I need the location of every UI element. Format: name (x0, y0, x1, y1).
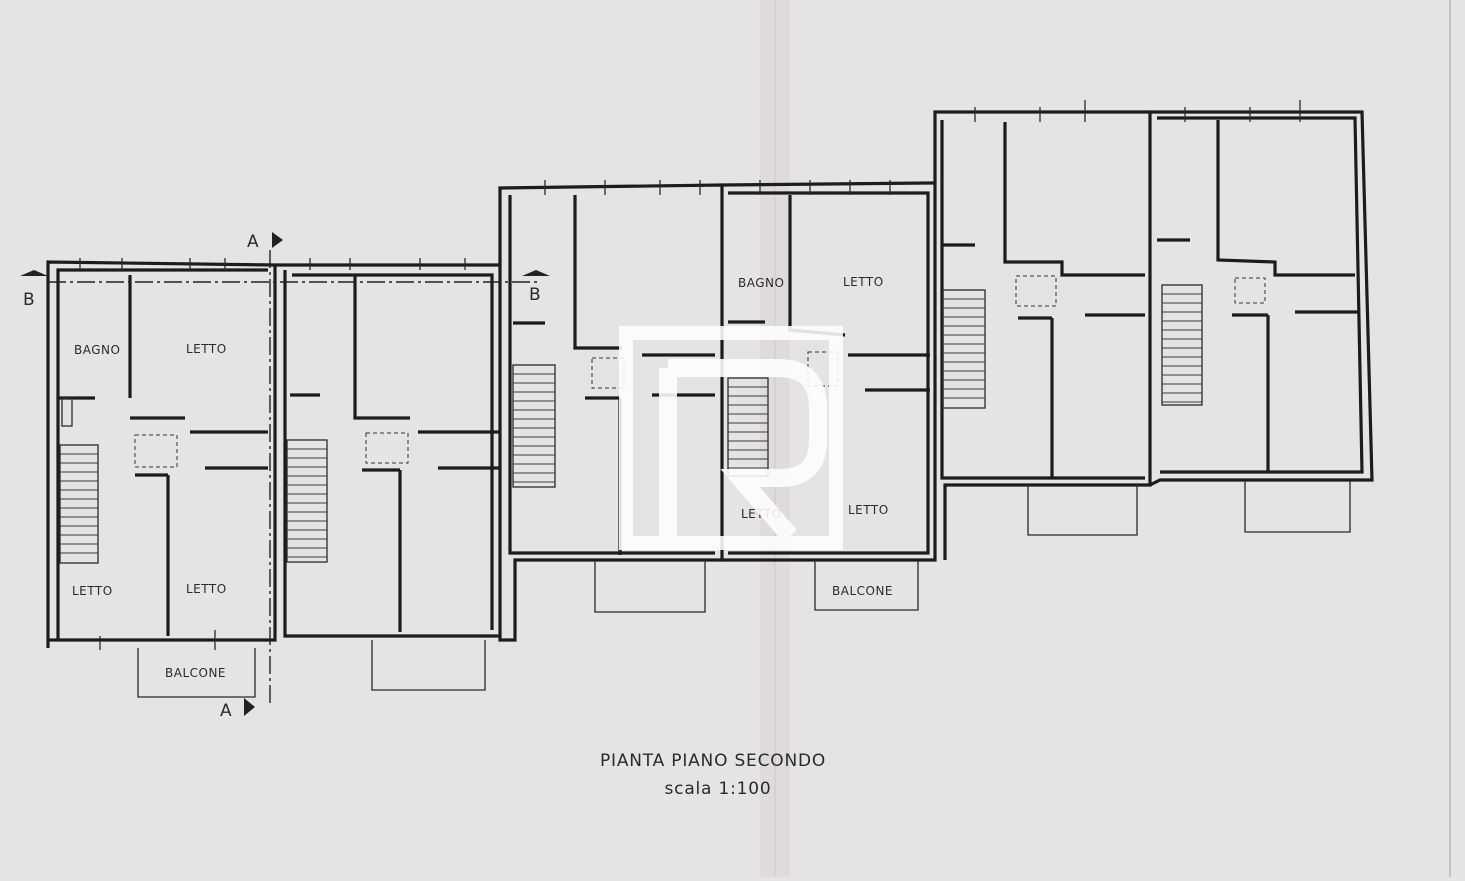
balcony-unit-5 (1027, 485, 1138, 536)
room-label-balcone-unit-4: BALCONE (832, 584, 893, 598)
section-a-label-bottom: A (220, 701, 232, 721)
stair-unit-5 (942, 289, 986, 409)
stair-unit-6 (1161, 284, 1203, 406)
section-a-label-top: A (247, 232, 259, 252)
room-label-bagno-unit-1: BAGNO (74, 343, 120, 357)
stair-unit-1 (59, 444, 99, 564)
unit-2 (275, 258, 517, 691)
stair-unit-2 (286, 439, 328, 563)
room-label-letto-unit-1b: LETTO (72, 584, 113, 598)
balcony-unit-3 (594, 560, 706, 613)
section-b-arrow-right (522, 270, 550, 276)
balcony-unit-6 (1244, 480, 1351, 533)
unit-6 (1149, 100, 1374, 533)
room-label-letto-unit-1c: LETTO (186, 582, 227, 596)
room-label-bagno-unit-4: BAGNO (738, 276, 784, 290)
section-lines (20, 232, 550, 716)
room-label-letto-unit-4c: LETTO (848, 503, 889, 517)
balcony-unit-4 (814, 560, 919, 611)
room-label-balcone-unit-1: BALCONE (165, 666, 226, 680)
unit-5 (933, 100, 1152, 560)
watermark-logo (619, 326, 843, 550)
section-b-label-right: B (529, 285, 541, 305)
section-a-arrow-top (272, 232, 283, 248)
plan-title: PIANTA PIANO SECONDO (600, 751, 826, 771)
section-b-label-left: B (23, 290, 35, 310)
plan-scale: scala 1:100 (665, 779, 772, 799)
room-label-letto-unit-1a: LETTO (186, 342, 227, 356)
section-a-arrow-bottom (244, 698, 255, 716)
balcony-unit-2 (371, 640, 486, 691)
stair-treads (60, 293, 1202, 558)
room-label-letto-unit-4a: LETTO (843, 275, 884, 289)
balcony-unit-1 (137, 648, 256, 698)
stair-unit-3 (512, 364, 556, 488)
section-b-arrow-left (20, 270, 48, 276)
